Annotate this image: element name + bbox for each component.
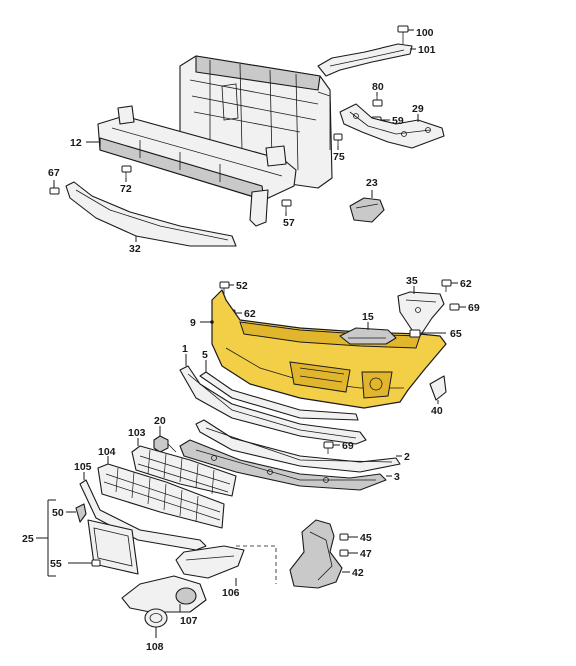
callout-32: 32 [129, 243, 141, 255]
part-32-lower-trim [65, 181, 237, 247]
callout-35: 35 [406, 275, 418, 287]
license-plate-holder [87, 519, 139, 575]
callout-50: 50 [52, 507, 64, 519]
callout-69-right: 69 [468, 302, 480, 314]
callout-29: 29 [412, 103, 424, 115]
part-25-group-bracket [36, 499, 56, 577]
part-100-screw [397, 25, 414, 44]
callout-45: 45 [360, 532, 372, 544]
callout-106: 106 [222, 587, 240, 599]
part-9-bumper-cover [200, 289, 447, 409]
callout-107: 107 [180, 615, 198, 627]
callout-108: 108 [146, 641, 164, 653]
part-55-screw [68, 559, 101, 567]
callout-80: 80 [372, 81, 384, 93]
part-107-fog-light [121, 575, 207, 613]
part-42-air-duct [289, 519, 350, 589]
callout-62-left: 62 [244, 308, 256, 320]
part-101-upper-bracket [317, 43, 416, 77]
callout-69-lower: 69 [342, 440, 354, 452]
callout-9: 9 [190, 317, 196, 329]
callout-23: 23 [366, 177, 378, 189]
part-40-side-cover [429, 375, 447, 404]
part-50-clip [66, 503, 87, 523]
callout-104: 104 [98, 446, 116, 458]
callout-57: 57 [283, 217, 295, 229]
callout-5: 5 [202, 349, 208, 361]
callout-2: 2 [404, 451, 410, 463]
part-103-upper-grille [131, 438, 237, 497]
part-5-moulding [199, 360, 359, 421]
part-29-side-bracket [339, 103, 445, 149]
part-69-clip-lower [323, 441, 340, 454]
callout-100: 100 [416, 27, 434, 39]
callout-75: 75 [333, 151, 345, 163]
part-80-screw [372, 92, 383, 107]
callout-55: 55 [50, 558, 62, 570]
part-75-screw [333, 133, 343, 150]
callout-25: 25 [22, 533, 34, 545]
callout-52: 52 [236, 280, 248, 292]
callout-62-right: 62 [460, 278, 472, 290]
callout-42: 42 [352, 567, 364, 579]
part-67-screw [49, 180, 60, 195]
callout-20: 20 [154, 415, 166, 427]
part-47-clip [339, 549, 358, 557]
part-1-trim-strip [179, 354, 367, 445]
part-15-center-bracket [339, 322, 397, 345]
part-104-lower-grille [97, 456, 225, 529]
callout-65: 65 [450, 328, 462, 340]
part-35-side-bracket [397, 286, 445, 337]
callout-101: 101 [418, 44, 436, 56]
part-20-cap [153, 426, 177, 453]
callout-12: 12 [70, 137, 82, 149]
part-3-lower-spoiler [179, 439, 392, 491]
part-62-screw-right [441, 279, 458, 292]
part-23-tow-cover [349, 190, 385, 223]
part-2-spoiler-strip [195, 419, 402, 473]
callout-15: 15 [362, 311, 374, 323]
callout-67: 67 [48, 167, 60, 179]
part-106-fog-cover [175, 545, 277, 586]
callout-3: 3 [394, 471, 400, 483]
callout-105: 105 [74, 461, 92, 473]
callout-40: 40 [431, 405, 443, 417]
callout-59: 59 [392, 115, 404, 127]
callout-47: 47 [360, 548, 372, 560]
callout-103: 103 [128, 427, 146, 439]
part-72-clip [121, 165, 132, 182]
part-69-clip-right [449, 303, 466, 311]
part-52-screw [219, 281, 234, 296]
part-57-screw [281, 199, 292, 216]
part-12-reinforcement-beam [86, 105, 297, 227]
callout-1: 1 [182, 343, 188, 355]
part-65-nut [409, 329, 446, 338]
part-45-screw [339, 533, 358, 541]
part-108-ring [144, 608, 168, 638]
callout-72: 72 [120, 183, 132, 195]
